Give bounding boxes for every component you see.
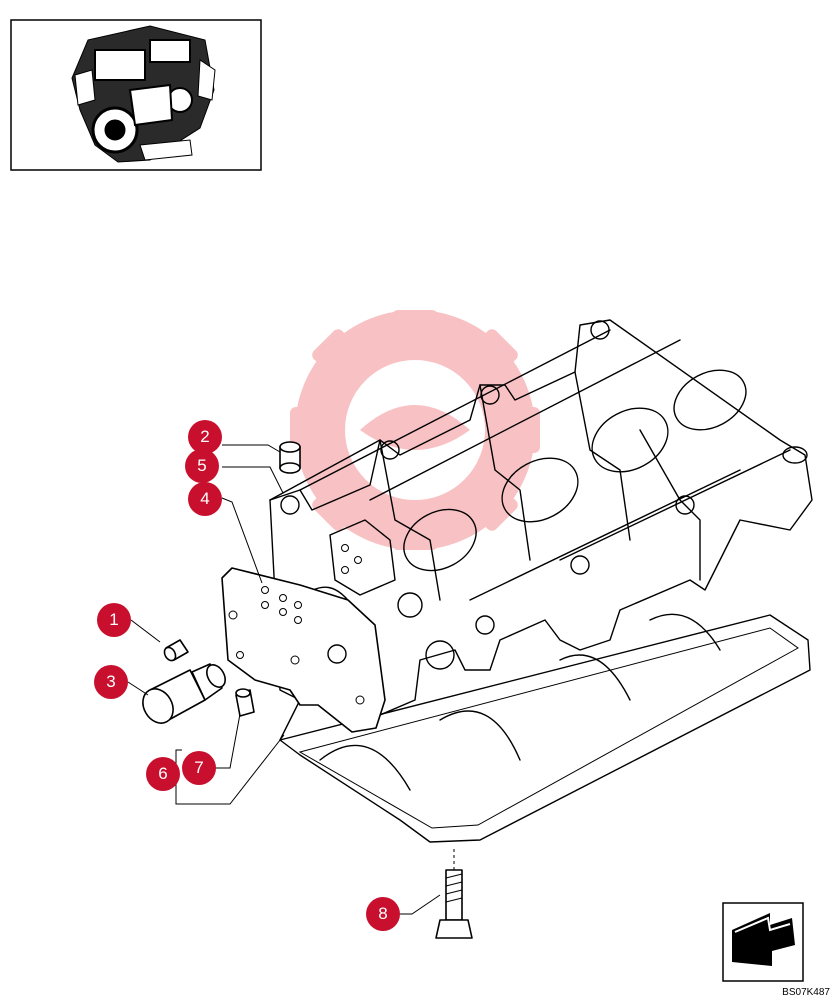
direction-arrow-icon xyxy=(722,902,804,982)
callout-5: 5 xyxy=(185,449,219,483)
callout-4: 4 xyxy=(188,482,222,516)
callout-7: 7 xyxy=(182,751,216,785)
front-plate-part xyxy=(221,567,386,733)
top-bushing-part xyxy=(279,441,301,474)
plug-part xyxy=(142,663,226,724)
engine-thumbnail-icon xyxy=(10,19,262,171)
bushing-part xyxy=(235,688,255,717)
callout-6: 6 xyxy=(146,757,180,791)
drawing-code: BS07K487 xyxy=(782,987,830,998)
callout-8: 8 xyxy=(366,897,400,931)
callout-2: 2 xyxy=(188,420,222,454)
callout-1: 1 xyxy=(97,603,131,637)
callout-3: 3 xyxy=(94,665,128,699)
bolt-part xyxy=(435,869,473,939)
leader-lines xyxy=(127,444,455,915)
crankcase-block xyxy=(269,319,813,843)
dowel-pin-part xyxy=(163,639,189,662)
